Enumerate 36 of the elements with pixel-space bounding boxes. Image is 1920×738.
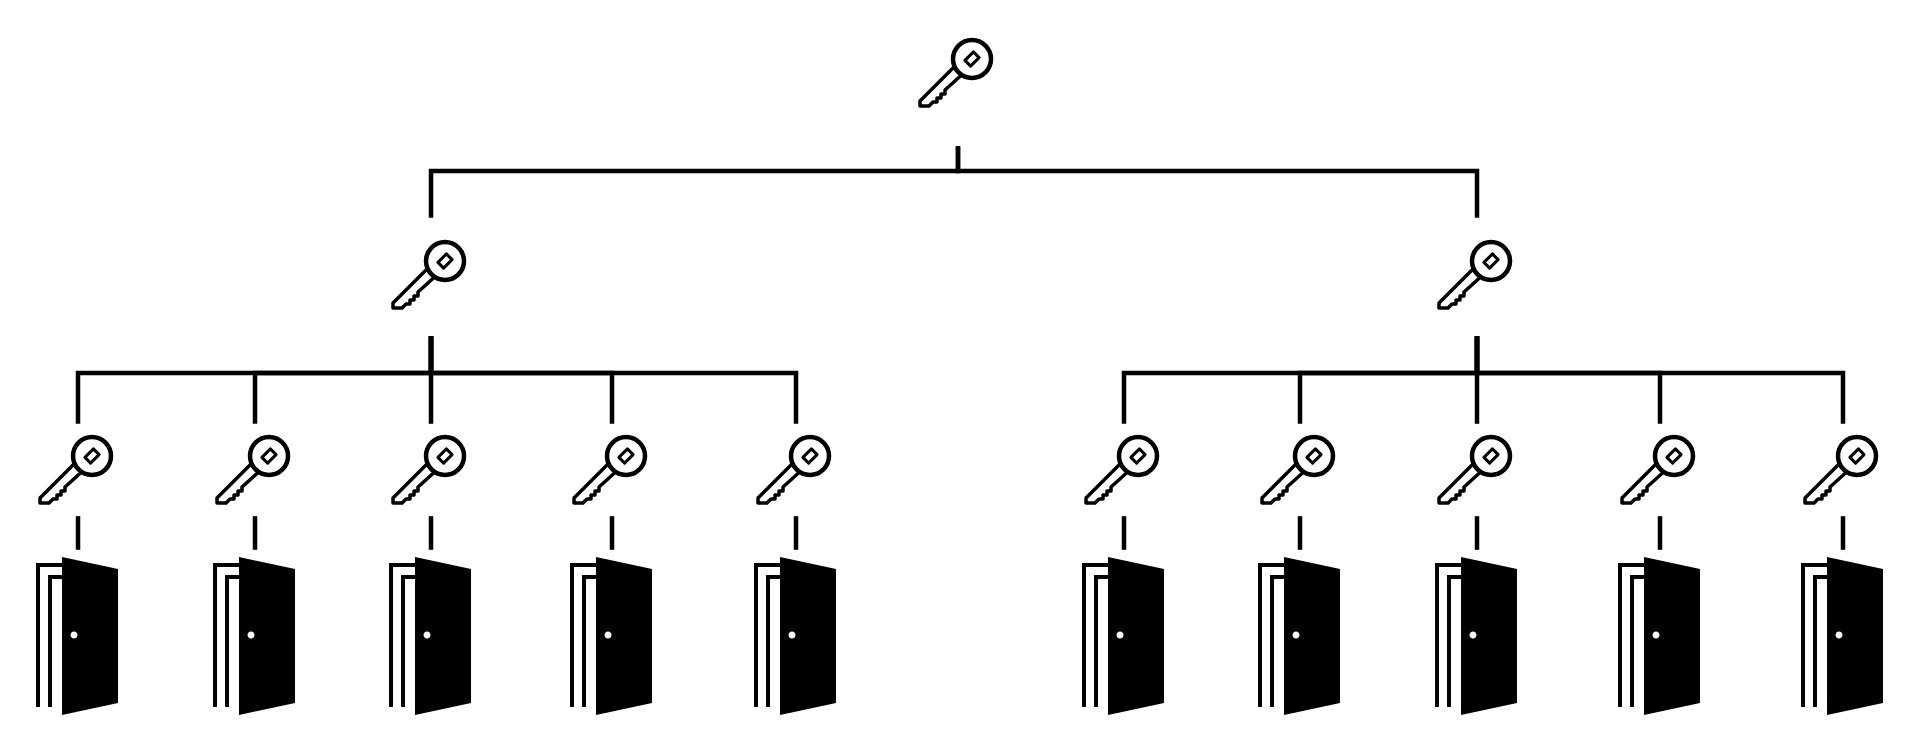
door-icon <box>754 557 836 715</box>
key-icon <box>1437 239 1513 310</box>
connector-line <box>1474 336 1846 424</box>
connector-line <box>75 516 81 550</box>
key-icon <box>756 434 832 505</box>
key-icon <box>1260 434 1336 505</box>
key-icon <box>391 434 467 505</box>
door-icon <box>570 557 652 715</box>
key-icon <box>391 239 467 310</box>
connector-line <box>609 516 615 550</box>
door-icon <box>36 557 118 715</box>
door-icon <box>1435 557 1517 715</box>
connector-line <box>1840 516 1846 550</box>
door-icon <box>1618 557 1700 715</box>
connector-line <box>1121 516 1127 550</box>
connector-line <box>1474 516 1480 550</box>
key-icon <box>918 37 994 108</box>
key-icon <box>1437 434 1513 505</box>
connector-line <box>428 516 434 550</box>
door-icon <box>1082 557 1164 715</box>
door-icon <box>213 557 295 715</box>
key-icon <box>1084 434 1160 505</box>
key-icon <box>1803 434 1879 505</box>
key-icon <box>572 434 648 505</box>
connector-line <box>1657 516 1663 550</box>
connector-line <box>955 146 1480 218</box>
connector-line <box>252 516 258 550</box>
key-icon <box>1620 434 1696 505</box>
door-icon <box>1258 557 1340 715</box>
connector-line <box>793 516 799 550</box>
connector-line <box>1297 516 1303 550</box>
key-icon <box>215 434 291 505</box>
door-icon <box>1801 557 1883 715</box>
key-icon <box>38 434 114 505</box>
connector-line <box>428 336 799 424</box>
door-icon <box>389 557 471 715</box>
